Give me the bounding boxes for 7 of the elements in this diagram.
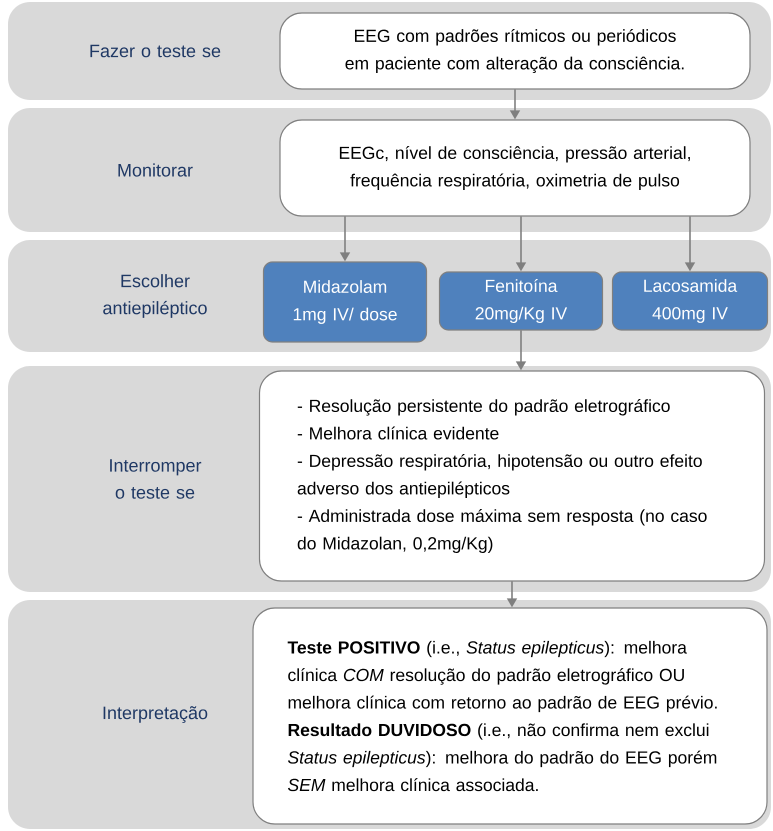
text-box: - Resolução persistente do padrão eletrográfico - Melhora clínica evidente - Depressão respiratória, hipotensão ou outro efeito adverso dos antiepilépticos - Administrada dose máxima sem resposta (no caso do Midazolan, 0,2mg/Kg)	[258, 370, 766, 582]
drug-box: Fenitoína 20mg/Kg IV	[438, 271, 604, 331]
text-box: EEGc, nível de consciência, pressão arterial, frequência respiratória, oximetria de pulso	[279, 119, 751, 217]
text-box: Teste POSITIVO (i.e., Status epilepticus): melhora clínica COM resolução do padrão eletrográfico OU melhora clínica com retorno ao padrão de EEG prévio. Resultado DUVIDOSO (i.e., não confirma nem exclui Status epilepticus): melhora do padrão do EEG porém SEM melhora clínica associada.	[252, 607, 768, 825]
drug-box: Midazolam 1mg IV/ dose	[262, 261, 428, 343]
text-box: EEG com padrões rítmicos ou periódicos em paciente com alteração da consciência.	[279, 12, 751, 90]
drug-box: Lacosamida 400mg IV	[612, 271, 768, 331]
